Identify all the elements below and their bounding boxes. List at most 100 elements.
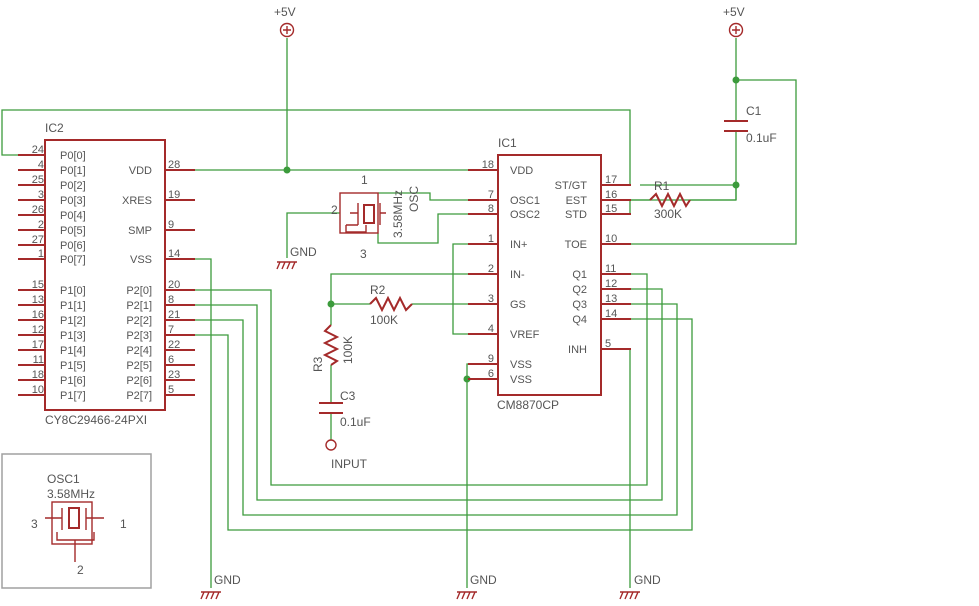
ic2-pin-15-number: 15 [32,279,44,291]
ic1-pin-13-name: Q3 [572,299,587,311]
ic2-pin-18-name: P1[6] [60,375,86,387]
ic1-pin-4-number: 4 [488,323,494,335]
ic1-pin-13-number: 13 [605,293,617,305]
r1-value: 300K [654,207,682,221]
svg-text:GND: GND [634,573,661,587]
ic2-pin-25-number: 25 [32,174,44,186]
ic1-pin-18-number: 18 [482,159,494,171]
vss-gnd-wire-a [466,363,468,588]
capacitor-c1: C1 0.1uF [724,104,777,145]
ic1-pin-4-name: VREF [510,329,540,341]
stgt-to-p00-wire [1,109,631,186]
r3-value: 100K [341,336,355,364]
wires [1,38,797,588]
gnd-symbol-ic2: GND [200,573,241,600]
osc1-legend: OSC1 3.58MHz 3 1 2 [1,453,152,589]
ic2-right-pins: 28VDD19XRES9SMP14VSS20P2[0]8P2[1]21P2[2]… [122,159,195,402]
ic1-pin-2-name: IN- [510,269,525,281]
osc-crystal: 1 2 3 3.58MHz OSC [331,173,421,261]
ic2-pin-27-number: 27 [32,234,44,246]
ic2-pin-9-number: 9 [168,219,174,231]
ic1-pin-16-number: 16 [605,189,617,201]
ic2-pin-20-number: 20 [168,279,180,291]
ic1-pin-5-number: 5 [605,338,611,350]
ic2-pin-2-number: 2 [38,219,44,231]
ic2-pin-19-name: XRES [122,195,152,207]
r1-right-wire [690,185,737,201]
osc-name: OSC [407,186,421,212]
input-label: INPUT [331,457,368,471]
r1-name: R1 [654,179,670,193]
ic1-pin-7-number: 7 [488,189,494,201]
ic1-pin-12-number: 12 [605,278,617,290]
r2-value: 100K [370,313,398,327]
svg-text:GND: GND [470,573,497,587]
ic2-pin-15-name: P1[0] [60,285,86,297]
q1-bus-wire [195,273,648,486]
svg-text:2: 2 [77,563,84,577]
ic2-pin-9-name: SMP [128,225,152,237]
ic2-pin-18-number: 18 [32,369,44,381]
gnd-symbol-vss: GND [456,573,497,600]
ic2-pin-26-name: P0[4] [60,210,86,222]
q4-bus-wire [195,318,693,531]
osc-value: 3.58MHz [391,190,405,238]
ic2-pin-22-number: 22 [168,339,180,351]
ic1-pin-3-number: 3 [488,293,494,305]
vcc-symbol-right: +5V [723,5,745,38]
ic2-pin-25-name: P0[2] [60,180,86,192]
ic1-pin-9-name: VSS [510,359,532,371]
ic2-pin-1-number: 1 [38,248,44,260]
ic2-pin-23-number: 23 [168,369,180,381]
ic2-pin-24-number: 24 [32,144,44,156]
ic1-pin-14-number: 14 [605,308,617,320]
ic2-pin-7-name: P2[3] [126,330,152,342]
q3-bus-wire [195,303,678,516]
ic2-pin-23-name: P2[6] [126,375,152,387]
ic2-name: IC2 [45,121,64,135]
ic1-pin-1-number: 1 [488,233,494,245]
ic2-pin-21-number: 21 [168,309,180,321]
ic1-pin-5-name: INH [568,344,587,356]
ic2-pin-11-number: 11 [33,354,44,366]
ic1-pin-2-number: 2 [488,263,494,275]
ic1-pin-12-name: Q2 [572,284,587,296]
junction-vcc-right [732,76,740,84]
ic2-pin-20-name: P2[0] [126,285,152,297]
ic2-pin-17-name: P1[4] [60,345,86,357]
ic2-pin-8-number: 8 [168,294,174,306]
toe-wire [605,79,797,245]
ic2-pin-10-number: 10 [32,384,44,396]
inplus-vref-wire [452,243,468,335]
ic2-pin-12-number: 12 [32,324,44,336]
c1-name: C1 [746,104,762,118]
ic2-pin-16-name: P1[2] [60,315,86,327]
ic2-pin-14-number: 14 [168,248,180,260]
svg-text:GND: GND [290,245,317,259]
svg-text:GND: GND [214,573,241,587]
ic1-pin-17-name: ST/GT [555,180,588,192]
junction-vss [463,375,471,383]
q2-bus-wire [195,288,663,501]
junction-r2-r3 [327,300,335,308]
osc1-legend-name: OSC1 [47,472,80,486]
ic2-pin-14-name: VSS [130,254,152,266]
ic1-pin-3-name: GS [510,299,526,311]
svg-text:3: 3 [31,517,38,531]
gnd-symbol-osc: GND [276,245,317,270]
ic1-pin-15-number: 15 [605,203,617,215]
ic2-pin-28-name: VDD [129,165,152,177]
ic2-pin-11-name: P1[5] [60,360,86,372]
ic1-pin-17-number: 17 [605,174,617,186]
ic1-pin-11-number: 11 [605,263,616,275]
c3-name: C3 [340,389,356,403]
svg-text:+5V: +5V [274,5,296,19]
ic1-pin-16-name: EST [566,195,588,207]
ic2-pin-3-name: P0[3] [60,195,86,207]
ic1-pin-10-number: 10 [605,233,617,245]
ic2-pin-6-name: P2[5] [126,360,152,372]
resistor-r2: R2 100K [369,283,413,327]
